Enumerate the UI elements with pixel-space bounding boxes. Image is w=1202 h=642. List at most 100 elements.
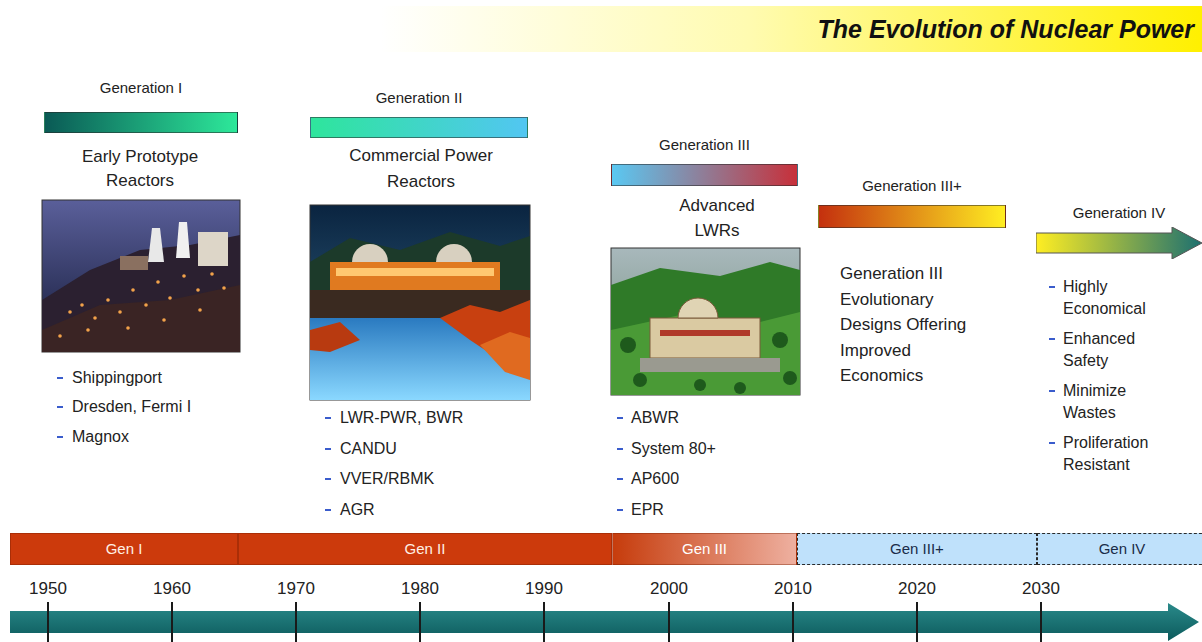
bullet-dash bbox=[325, 417, 331, 419]
bullet-text: Minimize Wastes bbox=[1063, 380, 1173, 424]
bullet-dash bbox=[57, 436, 63, 438]
title-banner bbox=[380, 6, 1202, 52]
bullet-dash bbox=[617, 478, 623, 480]
bullet-text: EPR bbox=[631, 499, 801, 521]
generation-heading: Generation I bbox=[4, 78, 278, 98]
rocks bbox=[480, 332, 530, 380]
reactor-dome bbox=[352, 244, 388, 262]
timeline-band: Gen III+ bbox=[797, 533, 1037, 565]
bullet-dash bbox=[617, 509, 623, 511]
generation-node: Generation I bbox=[44, 78, 238, 133]
timeline-arrow bbox=[10, 603, 1199, 641]
bullet-dash bbox=[325, 478, 331, 480]
generation-bar bbox=[44, 112, 238, 133]
plant-building bbox=[330, 262, 500, 290]
gen3-photo bbox=[611, 248, 800, 395]
reactor-dome bbox=[436, 244, 472, 262]
generation-bar bbox=[818, 205, 1006, 228]
band-label: Gen II bbox=[405, 539, 446, 559]
bullet-text: ABWR bbox=[631, 407, 801, 429]
timeline-band: Gen III bbox=[612, 533, 797, 565]
generation-heading: Generation III bbox=[571, 135, 838, 155]
photo-frame bbox=[611, 248, 800, 395]
year-label: 1970 bbox=[266, 579, 326, 599]
year-label: 1990 bbox=[514, 579, 574, 599]
bullet-dash bbox=[57, 377, 63, 379]
timeline-band: Gen II bbox=[238, 533, 612, 565]
reactor-building bbox=[198, 232, 228, 266]
generation-bar bbox=[611, 164, 798, 186]
reactor-dome bbox=[678, 298, 718, 318]
generation-bar bbox=[310, 117, 528, 138]
band-label: Gen III+ bbox=[890, 539, 944, 559]
plant-building bbox=[650, 318, 760, 358]
bullet-text: AP600 bbox=[631, 468, 801, 490]
gen2-photo bbox=[310, 205, 530, 400]
description-text: Advanced LWRs bbox=[662, 193, 772, 243]
year-label: 1960 bbox=[142, 579, 202, 599]
bullet-dash bbox=[1049, 442, 1055, 444]
generation-node: Generation III bbox=[611, 135, 798, 186]
bullet-text: AGR bbox=[340, 499, 530, 521]
year-label: 2030 bbox=[1011, 579, 1071, 599]
year-label: 2000 bbox=[639, 579, 699, 599]
field bbox=[611, 312, 800, 395]
year-label: 2020 bbox=[887, 579, 947, 599]
timeline-band: Gen IV bbox=[1037, 533, 1202, 565]
hills bbox=[611, 262, 800, 395]
description-text: Commercial Power Reactors bbox=[321, 143, 521, 195]
year-label: 1950 bbox=[18, 579, 78, 599]
bullet-text: System 80+ bbox=[631, 438, 801, 460]
bullet-dash bbox=[1049, 338, 1055, 340]
photo-frame bbox=[310, 205, 530, 400]
bullet-dash bbox=[617, 417, 623, 419]
gen1-photo bbox=[42, 200, 240, 352]
bullet-text: Enhanced Safety bbox=[1063, 328, 1173, 372]
bullet-text: LWR-PWR, BWR bbox=[340, 407, 530, 429]
bullet-text: Shippingport bbox=[72, 367, 237, 389]
generation-heading: Generation II bbox=[270, 88, 568, 108]
roof-trim bbox=[660, 330, 750, 336]
parking-area bbox=[640, 358, 780, 372]
generation-bar bbox=[1036, 227, 1202, 259]
generation-node: Generation III+ bbox=[818, 176, 1006, 228]
generation-arrow bbox=[1036, 227, 1202, 259]
timeline-band: Gen I bbox=[10, 533, 238, 565]
photo-frame bbox=[42, 200, 240, 352]
band-label: Gen III bbox=[682, 539, 727, 559]
arrow-shape bbox=[1036, 227, 1202, 259]
bullet-text: VVER/RBMK bbox=[340, 468, 530, 490]
bullet-dash bbox=[617, 448, 623, 450]
lit-windows bbox=[336, 268, 494, 276]
year-label: 1980 bbox=[390, 579, 450, 599]
night-lights bbox=[58, 272, 226, 338]
bullet-text: CANDU bbox=[340, 438, 530, 460]
band-label: Gen IV bbox=[1099, 539, 1146, 559]
description-text: Generation III Evolutionary Designs Offe… bbox=[840, 261, 990, 389]
band-label: Gen I bbox=[106, 539, 143, 559]
bullet-dash bbox=[1049, 390, 1055, 392]
rocks bbox=[310, 322, 360, 352]
generation-heading: Generation III+ bbox=[778, 176, 1046, 196]
bullet-dash bbox=[325, 509, 331, 511]
trees bbox=[620, 332, 797, 394]
bullet-text: Dresden, Fermi I bbox=[72, 396, 237, 418]
bullet-dash bbox=[1049, 286, 1055, 288]
bullet-text: Highly Economical bbox=[1063, 276, 1173, 320]
generation-heading: Generation IV bbox=[996, 203, 1202, 223]
hillside bbox=[42, 285, 240, 352]
description-text: Early Prototype Reactors bbox=[50, 145, 230, 193]
diagram-title: The Evolution of Nuclear Power bbox=[818, 11, 1194, 47]
bullet-dash bbox=[325, 448, 331, 450]
year-ticks bbox=[48, 602, 1041, 642]
cooling-tower bbox=[176, 222, 190, 258]
generation-node: Generation II bbox=[310, 88, 528, 138]
year-label: 2010 bbox=[763, 579, 823, 599]
generation-node: Generation IV bbox=[1036, 203, 1202, 259]
bullet-dash bbox=[57, 406, 63, 408]
plant-building bbox=[120, 256, 148, 270]
cooling-tower bbox=[148, 228, 164, 262]
bullet-text: Magnox bbox=[72, 426, 237, 448]
bullet-text: Proliferation Resistant bbox=[1063, 432, 1173, 476]
